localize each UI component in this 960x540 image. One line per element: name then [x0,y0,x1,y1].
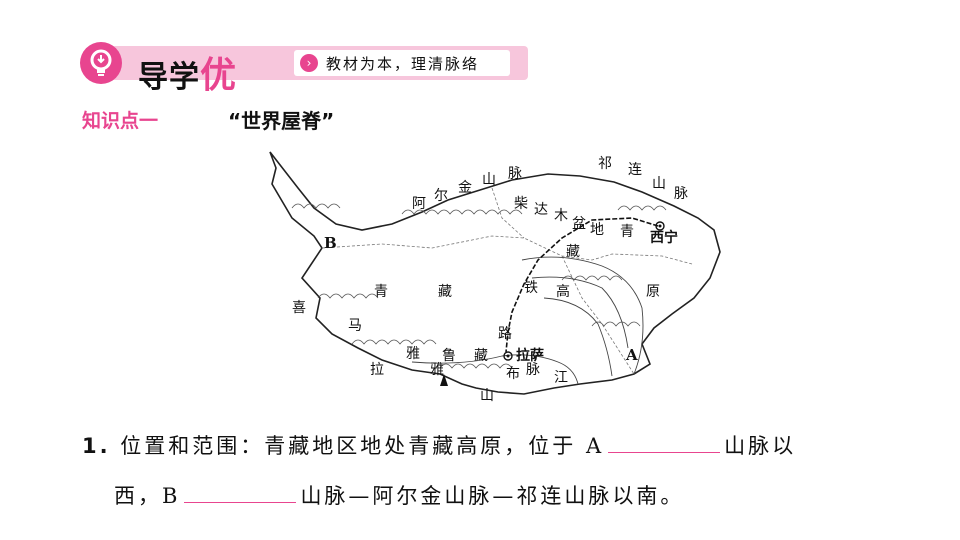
banner-title-accent: 优 [200,54,238,96]
plateau-char: 原 [646,284,660,300]
region-outline [269,151,721,395]
qaidam-char: 地 [590,222,604,238]
himalaya-char: 喜 [292,300,306,316]
altun-char: 脉 [508,166,522,182]
himalaya-char: 马 [348,318,362,334]
knowledge-point-title: “世界屋脊” [228,109,335,133]
question-line2-suffix: 山脉—阿尔金山脉—祁连山脉以南。 [300,484,685,508]
province-boundaries [321,187,693,375]
mountain-hatching [291,203,667,369]
railway-char: 路 [498,326,512,342]
qilian-label: 祁 连 山 脉 [598,156,688,202]
section-banner: 导学优 › 教材为本，理清脉络 [76,38,528,96]
lhasa-marker [503,351,513,361]
qaidam-char: 盆 [572,216,586,232]
yarlung-label: 雅 鲁 藏 布 江 [406,346,568,386]
question-line2-prefix: 西， [114,484,162,508]
himalaya-label: 喜 马 拉 雅 山 [292,300,494,404]
altun-char: 山 [482,172,496,188]
xining-marker [655,221,665,231]
yarlung-char: 雅 [406,346,420,362]
qilian-char: 连 [628,162,642,178]
altun-char: 金 [458,180,472,196]
plateau-char: 高 [556,283,570,300]
railway-char: 铁 [524,280,538,296]
himalaya-char: 山 [480,388,494,404]
point-b-label: B [324,234,337,252]
chevron-right-icon: › [300,54,318,72]
zang-small-label: 藏 [566,244,580,260]
qinghai-tibet-map: 阿 尔 金 山 脉 祁 连 山 脉 柴 达 木 盆 地 青 藏 青 藏 高 原 … [269,151,721,404]
question-line1-prefix: 位置和范围：青藏地区地处青藏高原，位于 [120,434,577,458]
himalaya-char: 拉 [370,362,384,378]
lightbulb-icon [80,42,122,84]
knowledge-point-label: 知识点一 [82,110,159,132]
altun-char: 阿 [412,196,426,212]
banner-title: 导学优 [138,46,237,98]
himalaya-char: 雅 [430,362,444,378]
motto-text: 教材为本，理清脉络 [326,54,480,73]
qaidam-char: 柴 [514,196,528,212]
qilian-char: 脉 [674,186,688,202]
qaidam-char: 木 [554,208,568,224]
plateau-char: 藏 [438,284,452,300]
qaidam-char: 达 [534,202,548,218]
answer-blank-b[interactable] [184,484,297,503]
question-line1-suffix: 山脉以 [724,434,797,458]
qilian-char: 祁 [598,156,612,172]
motto-box: › 教材为本，理清脉络 [294,50,510,76]
plateau-label: 青 藏 高 原 [374,283,660,300]
banner-title-main: 导学 [138,60,200,95]
lhasa-label: 拉萨 [516,347,544,364]
question-line-2: 西，B 山脉—阿尔金山脉—祁连山脉以南。 [114,480,684,510]
plateau-char: 青 [374,284,388,300]
peak-icon [440,374,448,386]
answer-blank-a[interactable] [608,434,721,453]
altun-label: 阿 尔 金 山 脉 [412,166,522,212]
letter-a: A [585,434,605,458]
qaidam-label: 柴 达 木 盆 地 [514,196,604,238]
altun-char: 尔 [434,188,448,204]
yarlung-char: 鲁 [442,348,456,364]
point-a-label: A [625,346,638,364]
qilian-char: 山 [652,176,666,192]
yarlung-char: 藏 [474,348,488,364]
qing-small-label: 青 [620,224,634,240]
rivers [411,256,644,385]
yarlung-char: 江 [554,370,568,386]
qinghai-tibet-railway [505,217,659,353]
question-number: 1. [82,434,111,458]
himalaya-mai-char: 脉 [526,362,540,378]
yarlung-char: 布 [506,366,520,382]
letter-b: B [162,484,181,508]
question-line-1: 1. 位置和范围：青藏地区地处青藏高原，位于 A 山脉以 [82,430,796,460]
xining-label: 西宁 [650,229,678,246]
